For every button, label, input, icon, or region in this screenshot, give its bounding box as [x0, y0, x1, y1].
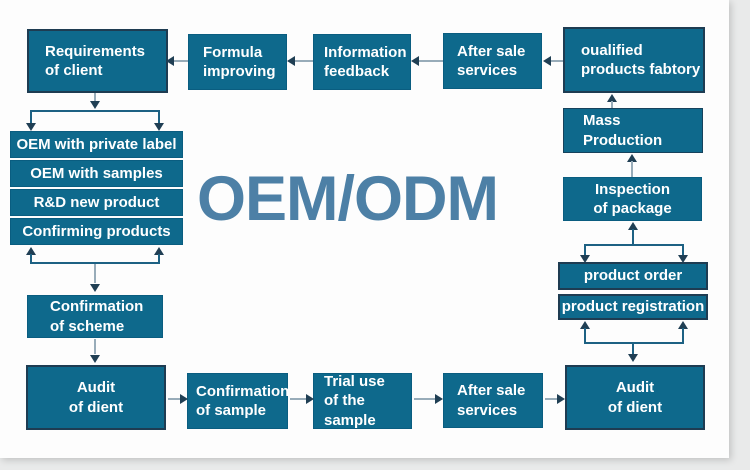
node-audit-of-client-right: Audit of dient — [565, 365, 705, 430]
diagram-title: OEM/ODM — [197, 164, 499, 234]
node-trial-use-of-sample: Trial use of the sample — [313, 373, 412, 429]
node-requirements-of-client: Requirements of client — [27, 29, 168, 93]
node-after-sale-services-bottom: After sale services — [443, 373, 543, 428]
group-item-rd-new-product: R&D new product — [10, 189, 183, 216]
node-inspection-of-package: Inspection of package — [563, 177, 702, 221]
node-confirmation-of-sample: Confirmation of sample — [187, 373, 289, 429]
node-after-sale-services-top: After sale services — [443, 33, 542, 89]
node-information-feedback: Information feedback — [313, 34, 411, 90]
node-product-order: product order — [558, 262, 708, 290]
node-mass-production: Mass Production — [563, 108, 703, 153]
group-item-confirming-products: Confirming products — [10, 218, 183, 245]
node-product-registration: product registration — [558, 294, 708, 320]
node-audit-of-client-left: Audit of dient — [26, 365, 166, 430]
group-item-oem-with-samples: OEM with samples — [10, 160, 183, 187]
group-item-oem-private-label: OEM with private label — [10, 131, 183, 158]
node-formula-improving: Formula improving — [188, 34, 287, 90]
node-confirmation-of-scheme: Confirmation of scheme — [27, 295, 163, 338]
node-qualified-products-factory: oualified products fabtory — [563, 27, 705, 93]
node-group-oem-options: OEM with private label OEM with samples … — [10, 131, 183, 245]
